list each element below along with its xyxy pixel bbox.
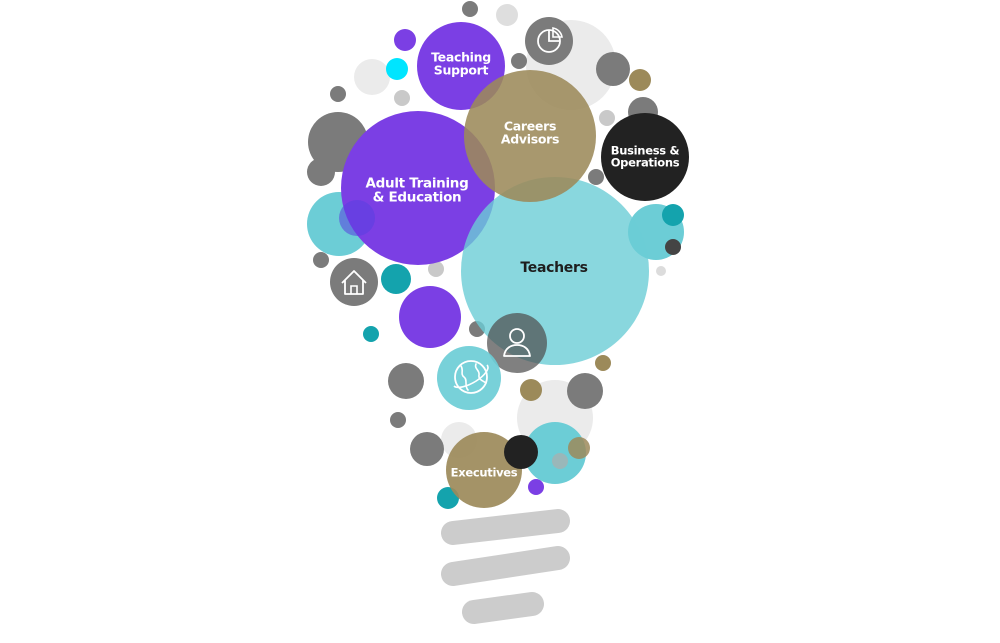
teaching-support-circle [417,22,505,110]
audience-circles [341,22,689,508]
chart-pie-icon [525,17,573,65]
bulb-screw-base [441,509,570,624]
home-icon [330,258,378,306]
executives-circle [446,432,522,508]
globe-icon [437,346,501,410]
careers-advisors-circle [464,70,596,202]
business-operations-circle [601,113,689,201]
foreground-bubbles [504,435,538,469]
user-icon [487,313,547,373]
adult-training-circle [341,111,495,265]
overlap-tints [339,200,375,236]
